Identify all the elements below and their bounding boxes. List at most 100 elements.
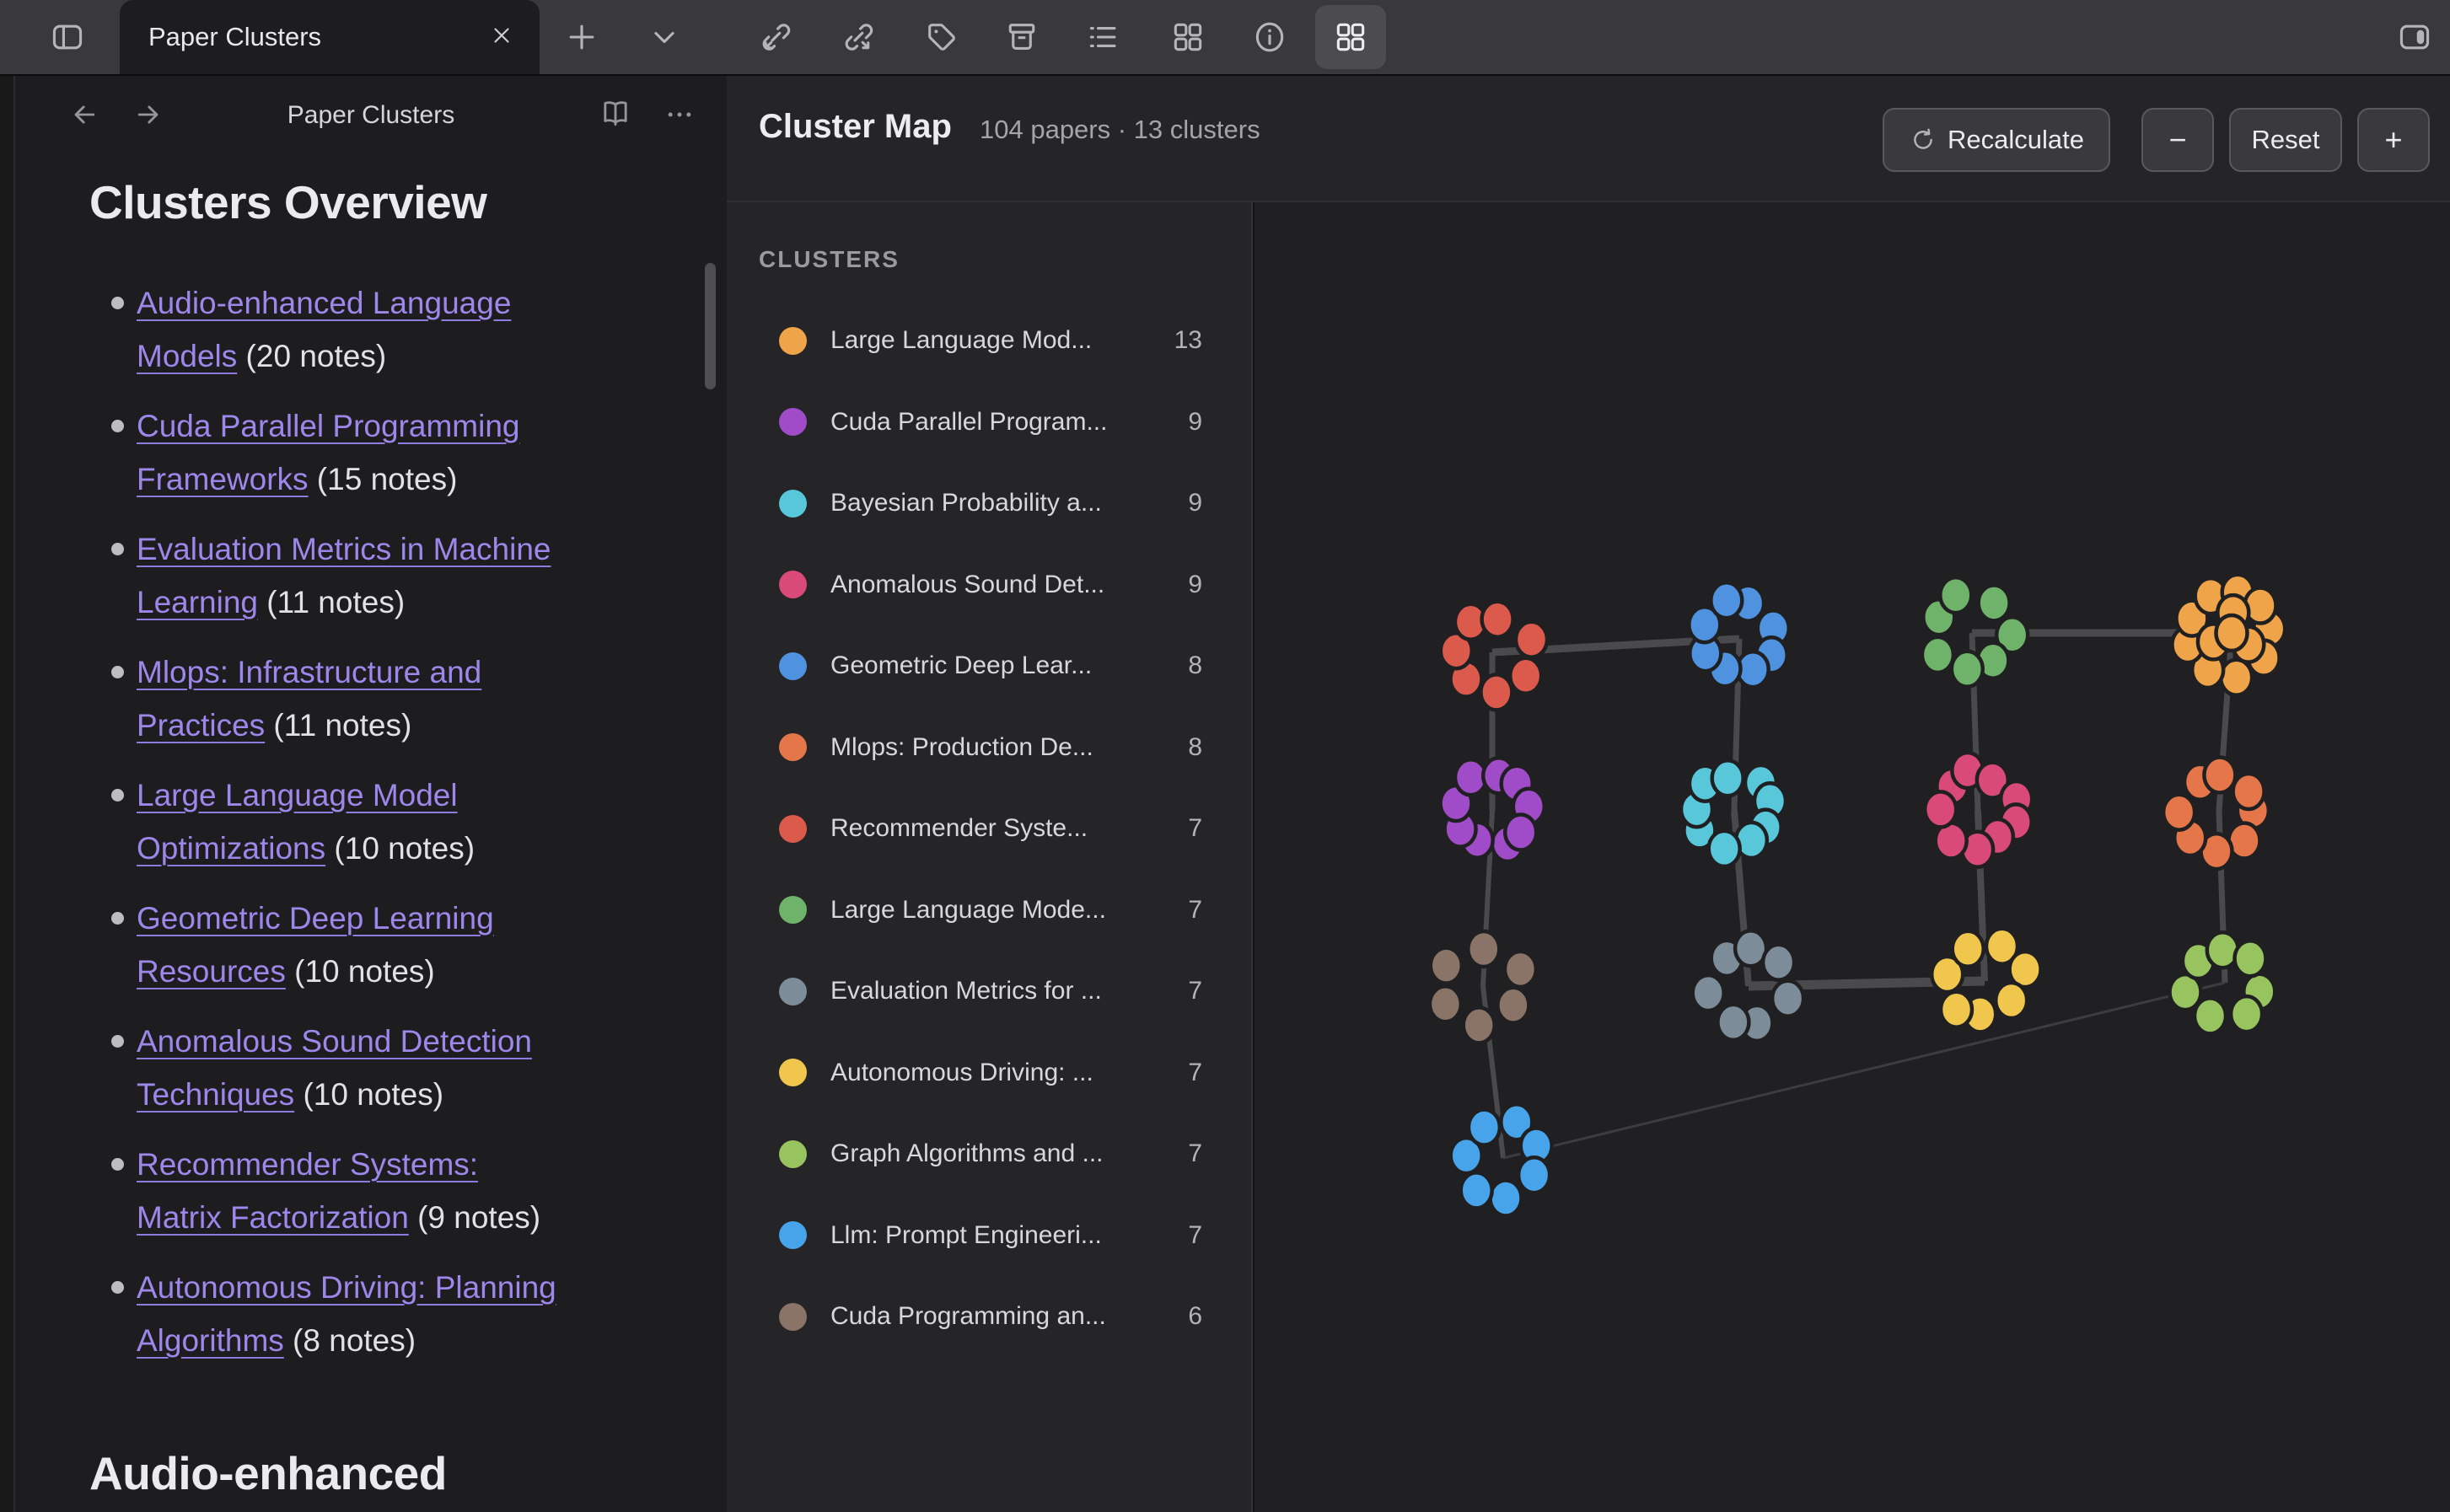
paper-dot[interactable] [2007, 949, 2043, 989]
paper-dot[interactable] [1427, 984, 1464, 1024]
legend-row[interactable]: Cuda Programming an...6 [727, 1276, 1251, 1358]
scrollbar-thumb[interactable] [705, 263, 716, 389]
paper-dot[interactable] [2232, 939, 2268, 979]
paper-dot[interactable] [1513, 619, 1550, 659]
close-icon[interactable] [489, 23, 514, 52]
paper-dot[interactable] [1459, 1171, 1494, 1210]
note-link[interactable]: Recommender Systems: Matrix Factorizatio… [137, 1147, 479, 1235]
paper-dot[interactable] [2168, 972, 2203, 1012]
note-link[interactable]: Large Language Model Optimizations [137, 778, 458, 866]
paper-dot[interactable] [1461, 1005, 1496, 1045]
cluster-node-llm_prompt[interactable] [1448, 1102, 1554, 1218]
paper-dot[interactable] [1709, 581, 1744, 620]
paper-dot[interactable] [1466, 929, 1502, 969]
panel-right-icon[interactable] [2391, 0, 2438, 74]
paper-dot[interactable] [1466, 1107, 1502, 1147]
legend-row[interactable]: Anomalous Sound Det...9 [727, 544, 1251, 626]
zoom-out-button[interactable]: − [2141, 108, 2214, 172]
forward-arrow-icon[interactable] [132, 98, 165, 136]
paper-dot[interactable] [1502, 812, 1539, 852]
paper-dot[interactable] [1710, 759, 1745, 798]
chevron-down-icon[interactable] [641, 0, 688, 74]
paper-dot[interactable] [1448, 1135, 1484, 1176]
paper-dot[interactable] [1502, 949, 1539, 989]
zoom-in-button[interactable]: + [2357, 108, 2430, 172]
paper-dot[interactable] [1938, 575, 1974, 615]
tag-icon[interactable] [920, 0, 964, 74]
paper-dot[interactable] [1706, 828, 1742, 869]
reading-mode-book-icon[interactable] [599, 96, 632, 134]
paper-dot[interactable] [1496, 985, 1531, 1025]
cluster-node-llm_models[interactable] [2170, 572, 2287, 698]
panel-left-icon[interactable] [44, 0, 91, 74]
note-link[interactable]: Geometric Deep Learning Resources [137, 901, 494, 989]
back-arrow-icon[interactable] [67, 98, 101, 136]
paper-dot[interactable] [1770, 979, 1806, 1018]
paper-dot[interactable] [2161, 792, 2197, 832]
cluster-node-geometric[interactable] [1687, 581, 1792, 689]
paper-dot[interactable] [1507, 656, 1544, 696]
paper-dot[interactable] [2214, 613, 2249, 653]
paper-dot[interactable] [1949, 649, 1985, 689]
cluster-node-autonomous[interactable] [1929, 926, 2043, 1034]
cluster-node-cuda_prog[interactable] [1427, 929, 1539, 1045]
cluster-node-recommender[interactable] [1438, 599, 1550, 712]
paper-dot[interactable] [2202, 755, 2238, 795]
paper-dot[interactable] [1488, 1178, 1523, 1218]
paper-dot[interactable] [1438, 630, 1475, 671]
legend-row[interactable]: Geometric Deep Lear...8 [727, 625, 1251, 707]
note-link[interactable]: Evaluation Metrics in Machine Learning [137, 532, 551, 619]
cluster-node-anomalous[interactable] [1922, 750, 2034, 870]
list-icon[interactable] [1081, 0, 1125, 74]
paper-dot[interactable] [1976, 583, 2012, 623]
note-link[interactable]: Audio-enhanced Language Models [137, 286, 512, 373]
paper-dot[interactable] [1499, 1102, 1534, 1142]
grid-icon[interactable] [1166, 0, 1210, 74]
paper-dot[interactable] [1929, 954, 1965, 995]
legend-row[interactable]: Llm: Prompt Engineeri...7 [727, 1195, 1251, 1277]
info-icon[interactable] [1248, 0, 1292, 74]
grid-active-icon[interactable] [1329, 0, 1373, 74]
paper-dot[interactable] [1687, 604, 1722, 645]
archive-icon[interactable] [1000, 0, 1044, 74]
paper-dot[interactable] [1920, 635, 1956, 675]
paper-dot[interactable] [1938, 989, 1975, 1029]
legend-row[interactable]: Graph Algorithms and ...7 [727, 1113, 1251, 1195]
cluster-node-llm_mode[interactable] [1920, 575, 2030, 689]
cluster-node-graph[interactable] [2168, 930, 2277, 1036]
outgoing-link-icon[interactable] [836, 0, 880, 74]
paper-dot[interactable] [1428, 946, 1464, 985]
cluster-node-cuda_parallel[interactable] [1438, 756, 1547, 864]
cluster-map-canvas[interactable] [1255, 202, 2450, 1512]
backlink-icon[interactable] [754, 0, 798, 74]
legend-row[interactable]: Recommender Syste...7 [727, 788, 1251, 870]
paper-dot[interactable] [1975, 760, 2011, 800]
paper-dot[interactable] [1760, 942, 1797, 983]
new-tab-icon[interactable] [558, 0, 605, 74]
note-link[interactable]: Autonomous Driving: Planning Algorithms [137, 1270, 556, 1358]
note-link[interactable]: Mlops: Infrastructure and Practices [137, 655, 482, 743]
paper-dot[interactable] [1993, 980, 2029, 1021]
legend-row[interactable]: Large Language Mode...7 [727, 870, 1251, 952]
legend-row[interactable]: Large Language Mod...13 [727, 300, 1251, 382]
paper-dot[interactable] [1716, 1002, 1751, 1043]
legend-row[interactable]: Evaluation Metrics for ...7 [727, 951, 1251, 1032]
reset-button[interactable]: Reset [2229, 108, 2342, 172]
recalculate-button[interactable]: Recalculate [1883, 108, 2110, 172]
note-link[interactable]: Anomalous Sound Detection Techniques [137, 1024, 532, 1112]
legend-row[interactable]: Autonomous Driving: ...7 [727, 1032, 1251, 1114]
paper-dot[interactable] [1690, 973, 1726, 1013]
paper-dot[interactable] [1479, 673, 1514, 712]
legend-row[interactable]: Mlops: Production De...8 [727, 707, 1251, 789]
paper-dot[interactable] [1480, 599, 1515, 639]
cluster-node-mlops[interactable] [2161, 755, 2271, 871]
paper-dot[interactable] [2192, 996, 2228, 1036]
paper-dot[interactable] [1516, 1155, 1552, 1195]
tab-paper-clusters[interactable]: Paper Clusters [120, 0, 540, 74]
paper-dot[interactable] [1994, 615, 2030, 655]
legend-row[interactable]: Cuda Parallel Program...9 [727, 382, 1251, 464]
cluster-node-evaluation[interactable] [1690, 929, 1806, 1043]
legend-row[interactable]: Bayesian Probability a...9 [727, 463, 1251, 544]
paper-dot[interactable] [1950, 929, 1985, 969]
cluster-node-bayesian[interactable] [1679, 759, 1788, 869]
